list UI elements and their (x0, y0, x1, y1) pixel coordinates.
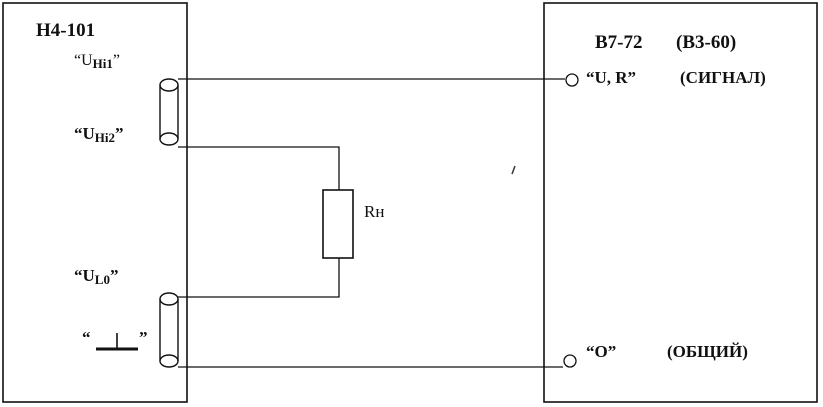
left-device-title: Н4-101 (36, 20, 96, 41)
right-device-box (543, 2, 818, 403)
ul0-open: “U (74, 266, 95, 285)
coax-cable-icon (159, 78, 179, 146)
uhi2-open: “U (74, 124, 95, 143)
resistor-label: Rн (364, 202, 385, 221)
terminal-circle-icon (563, 354, 577, 368)
ul0-close: ” (109, 266, 119, 285)
signal-terminal-label: “U, R” (586, 68, 637, 87)
uhi2-sub: Hi2 (94, 130, 116, 145)
resistor (322, 189, 354, 259)
common-terminal-desc: (ОБЩИЙ) (667, 342, 748, 361)
signal-terminal-desc: (СИГНАЛ) (680, 68, 766, 87)
uhi2-close: ” (115, 124, 124, 143)
uhi1-sub: Hi1 (92, 56, 113, 71)
terminal-circle-icon (565, 73, 579, 87)
common-terminal-label: “O” (586, 342, 617, 361)
left-device-box (2, 2, 188, 403)
wires (178, 78, 565, 368)
right-device-title: В7-72 (595, 32, 643, 53)
terminal-label-uhi1: “UHi1” (74, 52, 120, 72)
wire-uhi2-resistor (178, 146, 340, 190)
terminal-label-ul0: “UL0” (74, 266, 118, 288)
coax-cable-icon (159, 292, 179, 368)
ground-label-close-quote: ” (139, 328, 148, 347)
ground-icon (96, 333, 138, 351)
terminal-label-uhi2: “UHi2” (74, 124, 124, 146)
uhi1-close: ” (112, 52, 120, 69)
stray-mark (511, 165, 516, 175)
uhi1-open: “U (74, 52, 93, 69)
ground-label-open-quote: “ (82, 328, 91, 347)
right-device-alt-title: (В3-60) (676, 32, 737, 53)
wire-resistor-ul0 (178, 258, 340, 298)
ul0-sub: L0 (94, 272, 110, 287)
